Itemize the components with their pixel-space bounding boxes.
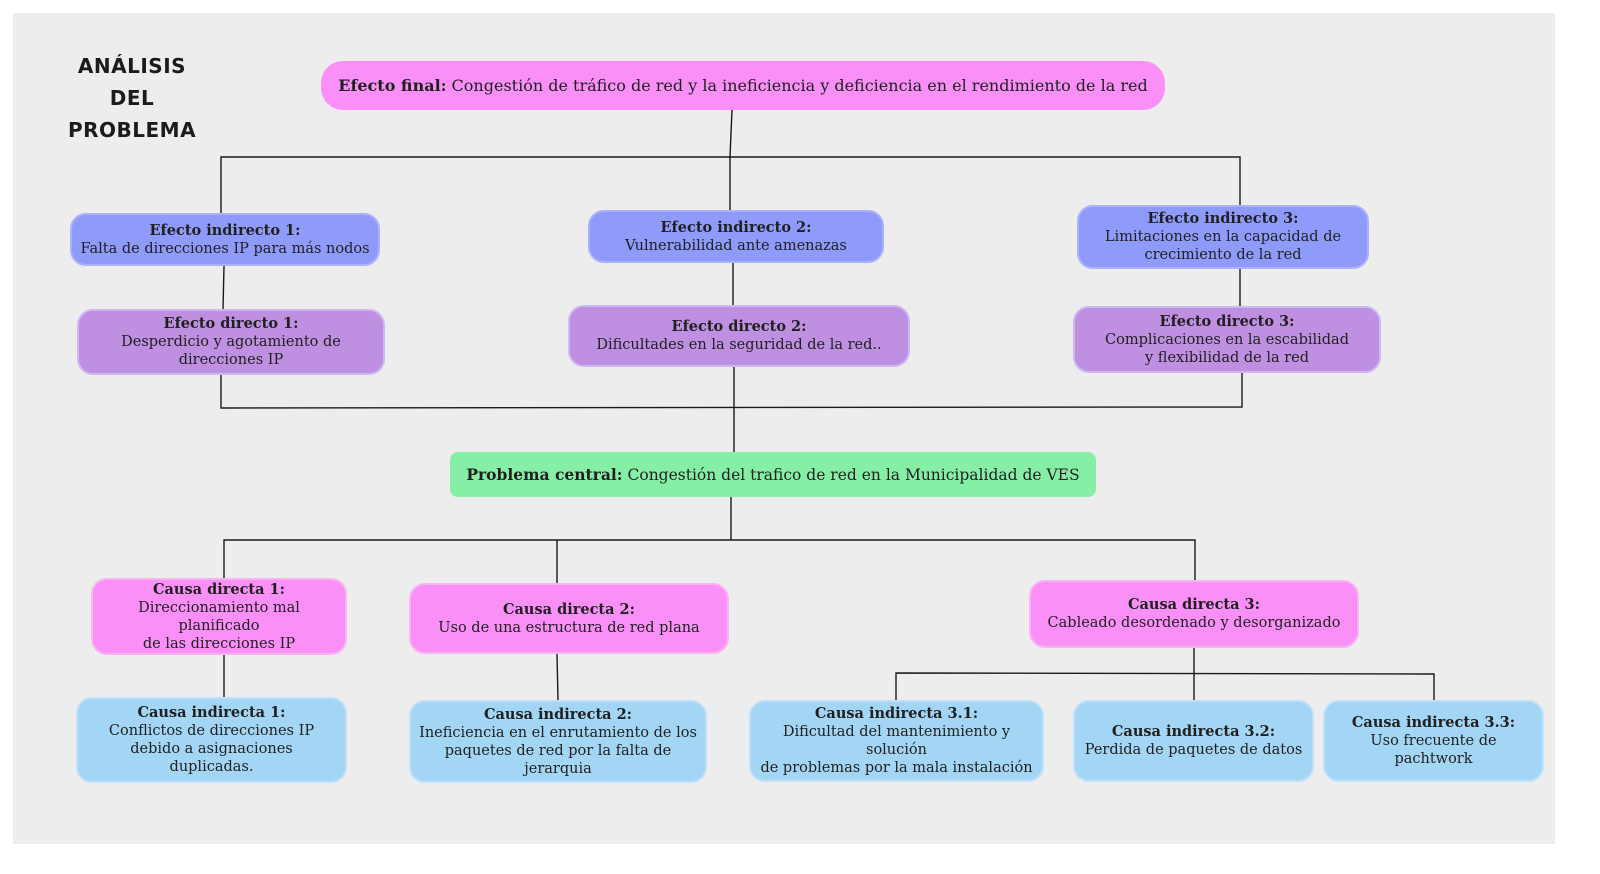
causa-directa-3-text: Cableado desordenado y desorganizado	[1047, 615, 1341, 631]
efecto-indirecto-3-heading: Efecto indirecto 3:	[1147, 210, 1299, 227]
causa-directa-2-text: Uso de una estructura de red plana	[438, 619, 700, 636]
causa-indirecta-3-1-box: Causa indirecta 3.1: Dificultad del mant…	[749, 700, 1044, 782]
causa-indirecta-2-text: Ineficiencia en el enrutamiento de los p…	[419, 724, 697, 777]
connector-line	[220, 373, 1243, 409]
problema-central-box: Problema central: Congestión del trafico…	[450, 452, 1096, 497]
efecto-final-text: Congestión de tráfico de red y la inefic…	[451, 75, 1148, 95]
efecto-directo-1-box: Efecto directo 1: Desperdicio y agotamie…	[77, 309, 385, 375]
efecto-indirecto-2-text: Vulnerabilidad ante amenazas	[625, 237, 847, 254]
efecto-directo-2-box: Efecto directo 2: Dificultades en la seg…	[568, 305, 910, 367]
causa-indirecta-3-3-heading: Causa indirecta 3.3:	[1351, 714, 1516, 731]
efecto-indirecto-2-box: Efecto indirecto 2: Vulnerabilidad ante …	[588, 210, 884, 263]
causa-indirecta-1-heading: Causa indirecta 1:	[137, 704, 286, 721]
causa-indirecta-3-2-heading: Causa indirecta 3.2:	[1111, 723, 1276, 740]
efecto-directo-1-text: Desperdicio y agotamiento de direcciones…	[121, 334, 341, 368]
connector-line	[223, 539, 1196, 582]
connector-line	[895, 672, 1435, 700]
causa-indirecta-3-3-text: Uso frecuente de pachtwork	[1370, 733, 1497, 767]
connector-line	[556, 653, 559, 701]
causa-indirecta-3-1-heading: Causa indirecta 3.1:	[814, 705, 979, 722]
causa-indirecta-3-2-box: Causa indirecta 3.2: Perdida de paquetes…	[1073, 700, 1314, 782]
causa-directa-1-box: Causa directa 1: Direccionamiento mal pl…	[91, 578, 347, 655]
problema-central-text: Congestión del trafico de red en la Muni…	[627, 465, 1080, 484]
efecto-indirecto-3-box: Efecto indirecto 3: Limitaciones en la c…	[1077, 205, 1369, 269]
causa-indirecta-3-2-text: Perdida de paquetes de datos	[1084, 742, 1303, 758]
causa-directa-2-box: Causa directa 2: Uso de una estructura d…	[409, 583, 729, 654]
causa-directa-2-heading: Causa directa 2:	[502, 600, 635, 618]
efecto-indirecto-2-heading: Efecto indirecto 2:	[660, 218, 812, 236]
causa-directa-3-heading: Causa directa 3:	[1127, 596, 1260, 613]
causa-indirecta-1-text: Conflictos de direcciones IP debido a as…	[108, 723, 315, 775]
efecto-directo-3-box: Efecto directo 3: Complicaciones en la e…	[1073, 306, 1381, 373]
efecto-directo-2-heading: Efecto directo 2:	[671, 318, 807, 335]
efecto-indirecto-1-heading: Efecto indirecto 1:	[149, 221, 301, 239]
causa-indirecta-3-1-text: Dificultad del mantenimiento y solución …	[760, 724, 1033, 776]
efecto-final-box: Efecto final: Congestión de tráfico de r…	[321, 61, 1165, 110]
connector-line	[222, 265, 225, 310]
causa-indirecta-3-3-box: Causa indirecta 3.3: Uso frecuente de pa…	[1323, 700, 1544, 782]
causa-directa-1-heading: Causa directa 1:	[152, 580, 285, 598]
causa-indirecta-1-box: Causa indirecta 1: Conflictos de direcci…	[76, 697, 347, 783]
efecto-directo-1-heading: Efecto directo 1:	[163, 315, 299, 332]
causa-indirecta-2-box: Causa indirecta 2: Ineficiencia en el en…	[409, 700, 707, 783]
causa-indirecta-2-heading: Causa indirecta 2:	[483, 705, 633, 723]
efecto-directo-3-text: Complicaciones en la escabilidad y flexi…	[1105, 331, 1349, 366]
problema-central-heading: Problema central:	[466, 464, 623, 484]
connector-line	[729, 109, 733, 158]
efecto-final-heading: Efecto final:	[338, 75, 447, 95]
efecto-indirecto-1-text: Falta de direcciones IP para más nodos	[80, 240, 370, 257]
causa-directa-3-box: Causa directa 3: Cableado desordenado y …	[1029, 580, 1359, 648]
efecto-indirecto-1-box: Efecto indirecto 1: Falta de direcciones…	[70, 213, 380, 266]
efecto-indirecto-3-text: Limitaciones en la capacidad de crecimie…	[1104, 229, 1342, 263]
causa-directa-1-text: Direccionamiento mal planificado de las …	[138, 599, 300, 652]
diagram-title: ANÁLISIS DEL PROBLEMA	[67, 54, 197, 142]
efecto-directo-3-heading: Efecto directo 3:	[1159, 312, 1295, 330]
efecto-directo-2-text: Dificultades en la seguridad de la red..	[596, 337, 882, 353]
